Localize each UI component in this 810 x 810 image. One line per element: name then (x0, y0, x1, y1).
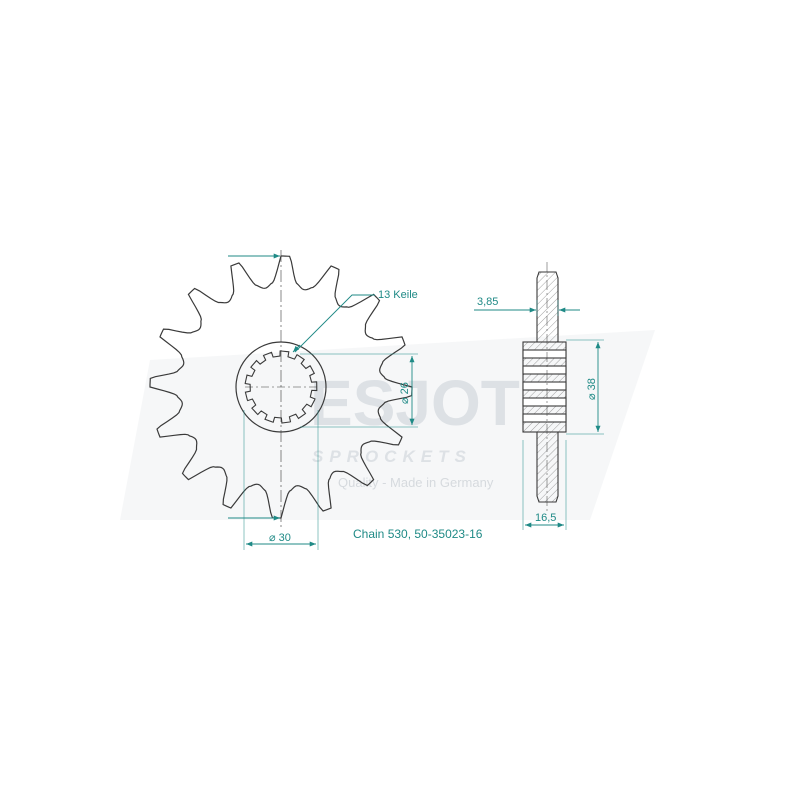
spline-groove-2 (522, 365, 567, 375)
splines-leader-line (294, 294, 375, 353)
spline-groove-4 (522, 397, 567, 407)
front-dimensions (228, 253, 418, 550)
watermark-sub-text: SPROCKETS (312, 447, 472, 466)
watermark-swoosh (120, 330, 655, 520)
inner-diameter-label: ⌀ 26 (399, 382, 411, 404)
bore-diameter-label: ⌀ 30 (269, 532, 291, 544)
splines-label: 13 Keile (378, 289, 418, 301)
watermark-logo-text: ESJOT (310, 367, 520, 439)
spline-groove-5 (522, 413, 567, 423)
watermark-tagline: Quality - Made in Germany (338, 475, 494, 490)
tooth-width-label: 3,85 (477, 296, 498, 308)
spline-groove-1 (522, 349, 567, 359)
hub-diameter-label: ⌀ 38 (586, 378, 598, 400)
lower-tooth-profile (536, 431, 559, 503)
sprocket-front-view (149, 250, 413, 530)
upper-tooth-profile (536, 271, 559, 343)
part-caption: Chain 530, 50-35023-16 (353, 527, 483, 541)
hub-width-label: 16,5 (535, 512, 556, 524)
watermark: ESJOT SPROCKETS Quality - Made in German… (120, 330, 655, 520)
spline-bore-outline (244, 350, 318, 424)
sprocket-side-view (522, 262, 567, 512)
side-dimensions (474, 300, 604, 530)
spline-groove-3 (522, 381, 567, 391)
